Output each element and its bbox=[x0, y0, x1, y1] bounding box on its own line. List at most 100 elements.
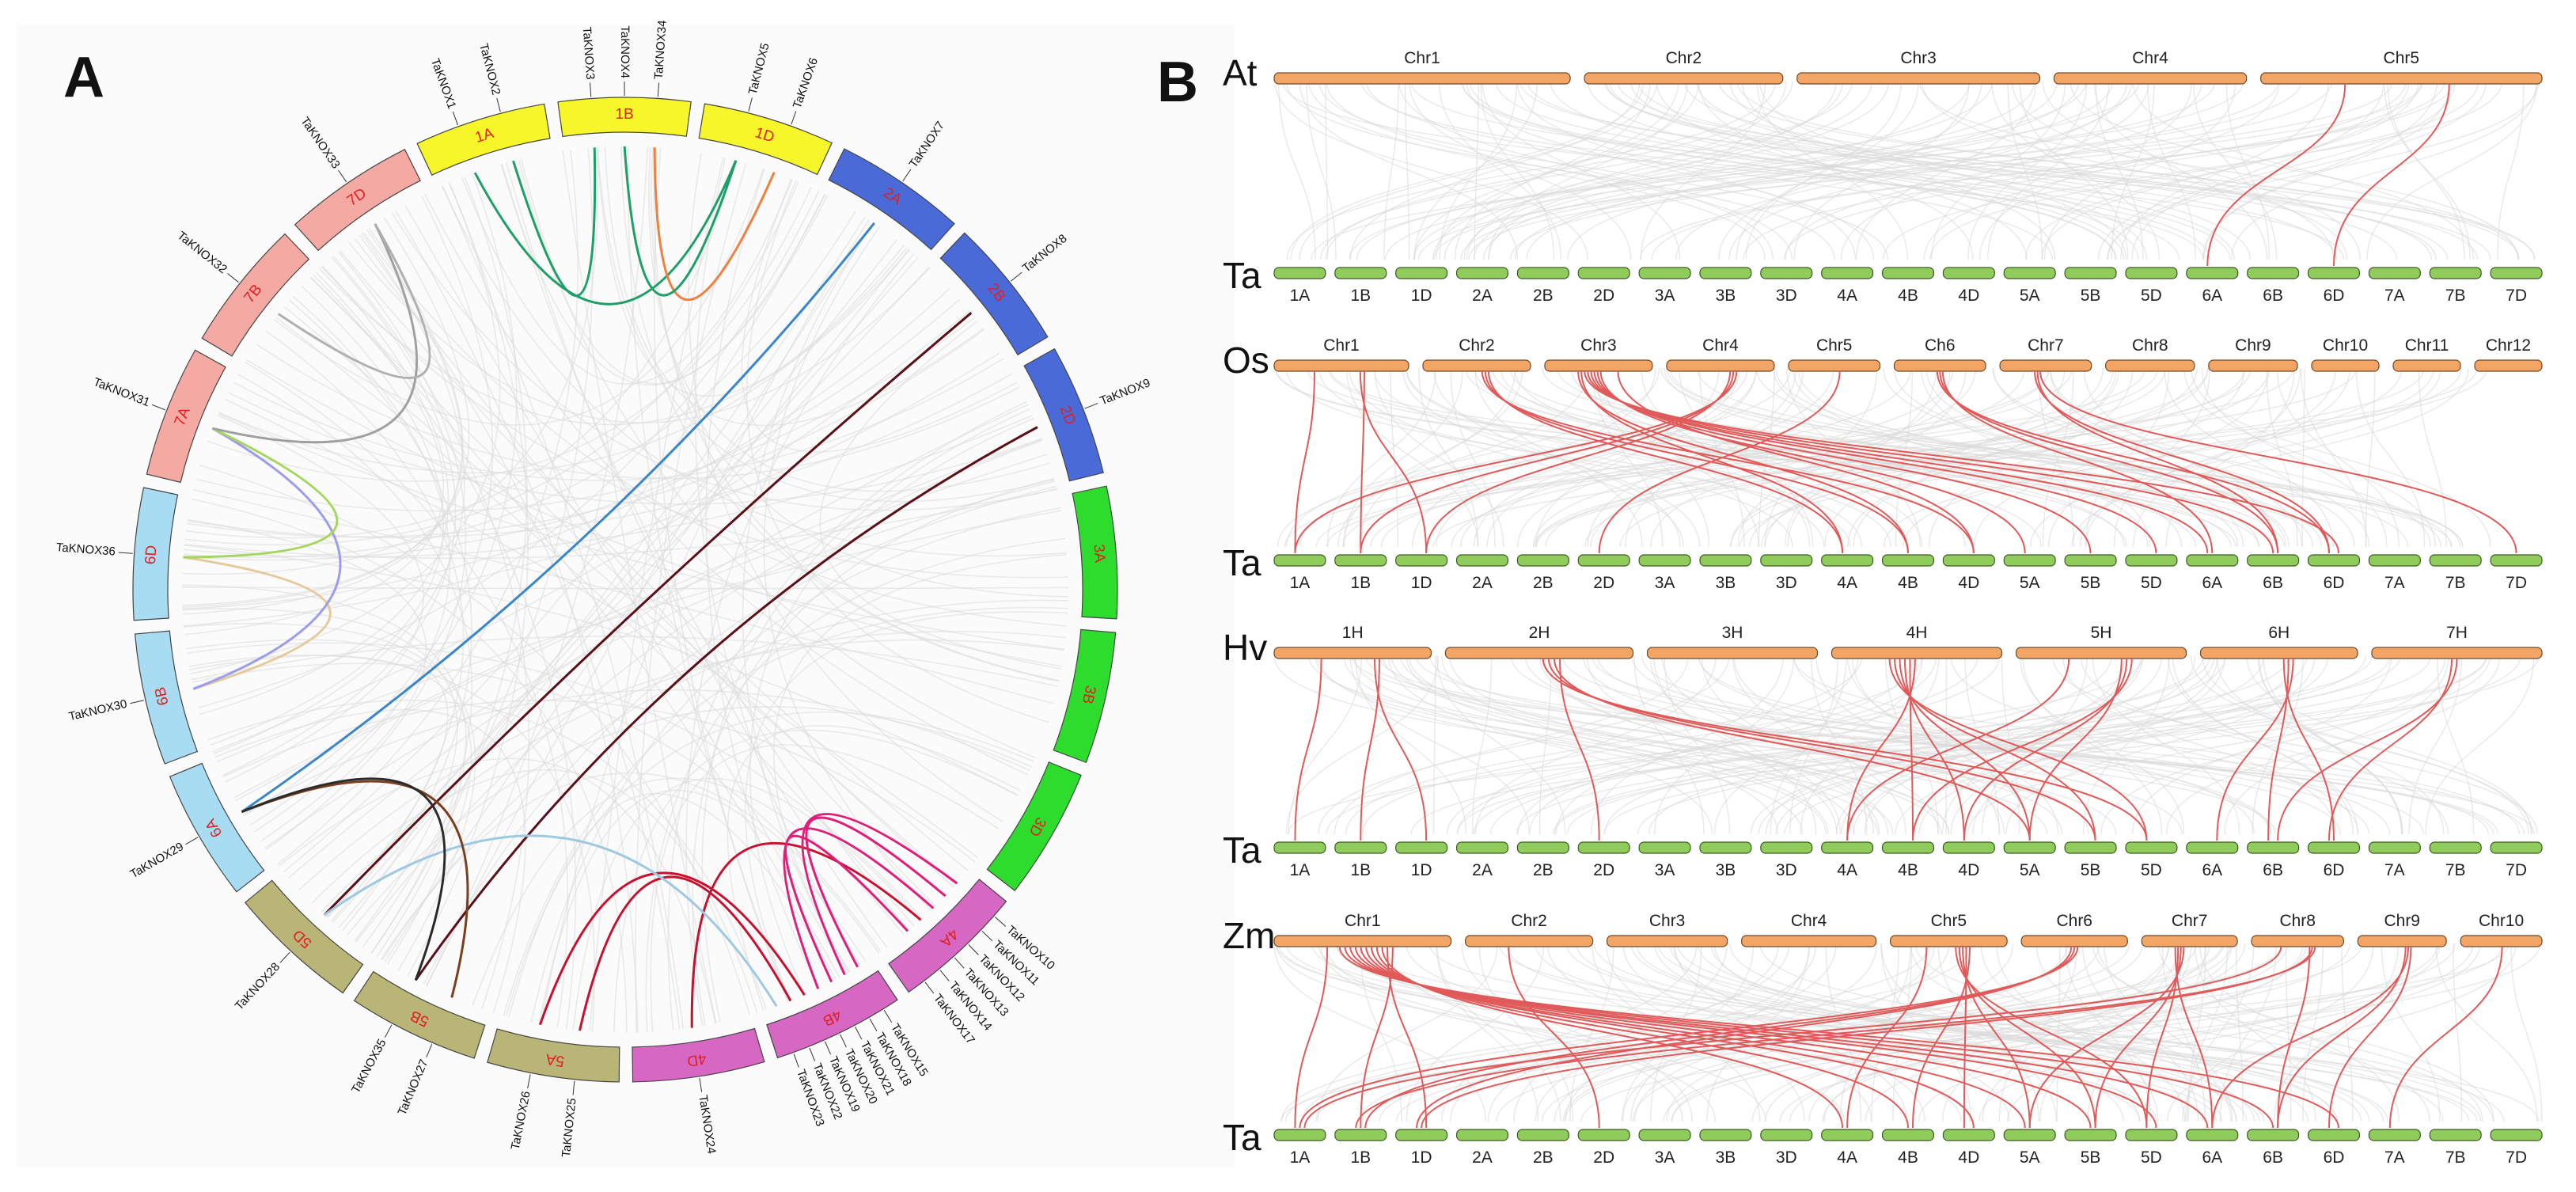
background-link bbox=[1996, 943, 2159, 1122]
background-link bbox=[1346, 367, 1478, 548]
reference-chromosome-bar bbox=[1999, 359, 2092, 372]
syntenic-link bbox=[1909, 658, 1914, 841]
syntenic-link bbox=[323, 312, 973, 917]
background-link bbox=[2111, 80, 2155, 260]
background-link bbox=[182, 608, 458, 942]
chromosome-segment-4d bbox=[632, 1027, 765, 1083]
panel-a-label: A bbox=[63, 46, 104, 109]
syntenic-link bbox=[1936, 370, 2330, 554]
reference-chromosome-bar bbox=[1584, 72, 1784, 85]
background-link bbox=[1318, 655, 1730, 835]
background-link bbox=[243, 689, 1030, 815]
background-link bbox=[1729, 80, 2148, 260]
background-link bbox=[183, 352, 1000, 627]
gene-label: TaKNOX1 bbox=[428, 56, 459, 111]
chromosome-segment-2d bbox=[1023, 347, 1104, 482]
reference-chromosome-label: 5H bbox=[2091, 624, 2112, 642]
wheat-chromosome-bar bbox=[2125, 267, 2178, 279]
wheat-chromosome-label: 5D bbox=[2141, 287, 2162, 305]
wheat-chromosome-bar bbox=[1821, 841, 1874, 854]
reference-chromosome-bar bbox=[2371, 647, 2543, 659]
chromosome-segment-1d bbox=[698, 103, 833, 176]
syntenic-link bbox=[277, 223, 431, 379]
chromosome-segment-1a bbox=[416, 103, 551, 176]
background-link bbox=[1364, 655, 2494, 835]
background-link bbox=[1648, 655, 2226, 835]
background-link bbox=[243, 196, 494, 817]
background-link bbox=[1342, 367, 2050, 548]
background-link bbox=[2203, 80, 2438, 260]
background-link bbox=[1319, 943, 1717, 1122]
wheat-chromosome-bar bbox=[1395, 841, 1448, 854]
background-link bbox=[1921, 80, 2348, 260]
reference-chromosome-label: Chr8 bbox=[2132, 336, 2168, 355]
wheat-chromosome-label: 2D bbox=[1593, 574, 1614, 592]
background-link bbox=[195, 317, 976, 512]
wheat-chromosome-label: 4B bbox=[1898, 287, 1918, 305]
reference-chromosome-bar bbox=[2199, 647, 2358, 659]
syntenic-link bbox=[1846, 658, 2070, 841]
background-link bbox=[2199, 943, 2400, 1122]
reference-chromosome-bar bbox=[2260, 72, 2543, 85]
background-link bbox=[1653, 655, 1795, 835]
background-link bbox=[1460, 80, 2279, 260]
chromosome-segment-6a bbox=[169, 762, 265, 893]
background-link bbox=[1342, 367, 1523, 548]
background-link bbox=[1743, 80, 2407, 260]
background-link bbox=[749, 417, 1034, 996]
gene-tick bbox=[902, 169, 912, 182]
reference-chromosome-bar bbox=[1422, 359, 1531, 372]
background-link bbox=[1409, 80, 1632, 260]
reference-chromosome-label: Chr10 bbox=[2323, 336, 2368, 355]
chromosome-segment-5d bbox=[244, 879, 364, 994]
wheat-chromosome-label: 2D bbox=[1593, 861, 1614, 879]
background-link bbox=[2042, 80, 2361, 260]
wheat-chromosome-bar bbox=[1881, 841, 1935, 854]
background-link bbox=[773, 553, 1068, 973]
reference-chromosome-label: Chr3 bbox=[1649, 912, 1686, 930]
background-link bbox=[1698, 80, 1974, 260]
reference-chromosome-label: Chr1 bbox=[1323, 336, 1360, 355]
background-link bbox=[1758, 80, 2127, 260]
background-link bbox=[1349, 80, 1641, 260]
wheat-chromosome-bar bbox=[1334, 554, 1387, 567]
reference-chromosome-bar bbox=[1465, 935, 1594, 947]
syntenic-link bbox=[2174, 946, 2214, 1129]
syntenic-link bbox=[2388, 946, 2503, 1129]
background-link bbox=[391, 212, 1057, 511]
background-link bbox=[1679, 367, 1814, 548]
background-link bbox=[2024, 80, 2419, 260]
background-link bbox=[1918, 943, 2474, 1122]
reference-chromosome-bar bbox=[2208, 359, 2298, 372]
background-link bbox=[645, 537, 1066, 1033]
gene-tick bbox=[118, 552, 133, 554]
background-link bbox=[2019, 80, 2129, 260]
wheat-chromosome-bar bbox=[2125, 554, 2178, 567]
gene-label: TaKNOX24 bbox=[696, 1094, 718, 1155]
wheat-chromosome-label: 4B bbox=[1898, 861, 1918, 879]
species-label-ta: Ta bbox=[1223, 255, 1261, 296]
gene-label: TaKNOX31 bbox=[92, 375, 152, 409]
syntenic-link bbox=[1303, 946, 2282, 1129]
reference-chromosome-label: Ch6 bbox=[1925, 336, 1956, 355]
background-link bbox=[313, 274, 577, 1030]
background-link bbox=[2230, 80, 2538, 260]
background-link bbox=[1770, 655, 1847, 835]
background-link bbox=[635, 162, 747, 1033]
background-link bbox=[1584, 367, 2167, 548]
background-link bbox=[2202, 655, 2529, 835]
background-link bbox=[298, 639, 1064, 890]
wheat-chromosome-label: 5A bbox=[2020, 574, 2040, 592]
reference-chromosome-bar bbox=[2020, 935, 2128, 947]
background-link bbox=[1469, 80, 2117, 260]
background-link bbox=[1675, 80, 2133, 260]
background-link bbox=[275, 316, 915, 927]
background-link bbox=[2006, 943, 2481, 1122]
reference-chromosome-label: Chr2 bbox=[1666, 49, 1702, 67]
background-link bbox=[1920, 367, 2151, 548]
background-link bbox=[2193, 80, 2278, 260]
wheat-chromosome-bar bbox=[1638, 841, 1691, 854]
wheat-chromosome-bar bbox=[1760, 267, 1813, 279]
reference-chromosome-label: Chr9 bbox=[2384, 912, 2420, 930]
gene-tick bbox=[791, 111, 797, 125]
